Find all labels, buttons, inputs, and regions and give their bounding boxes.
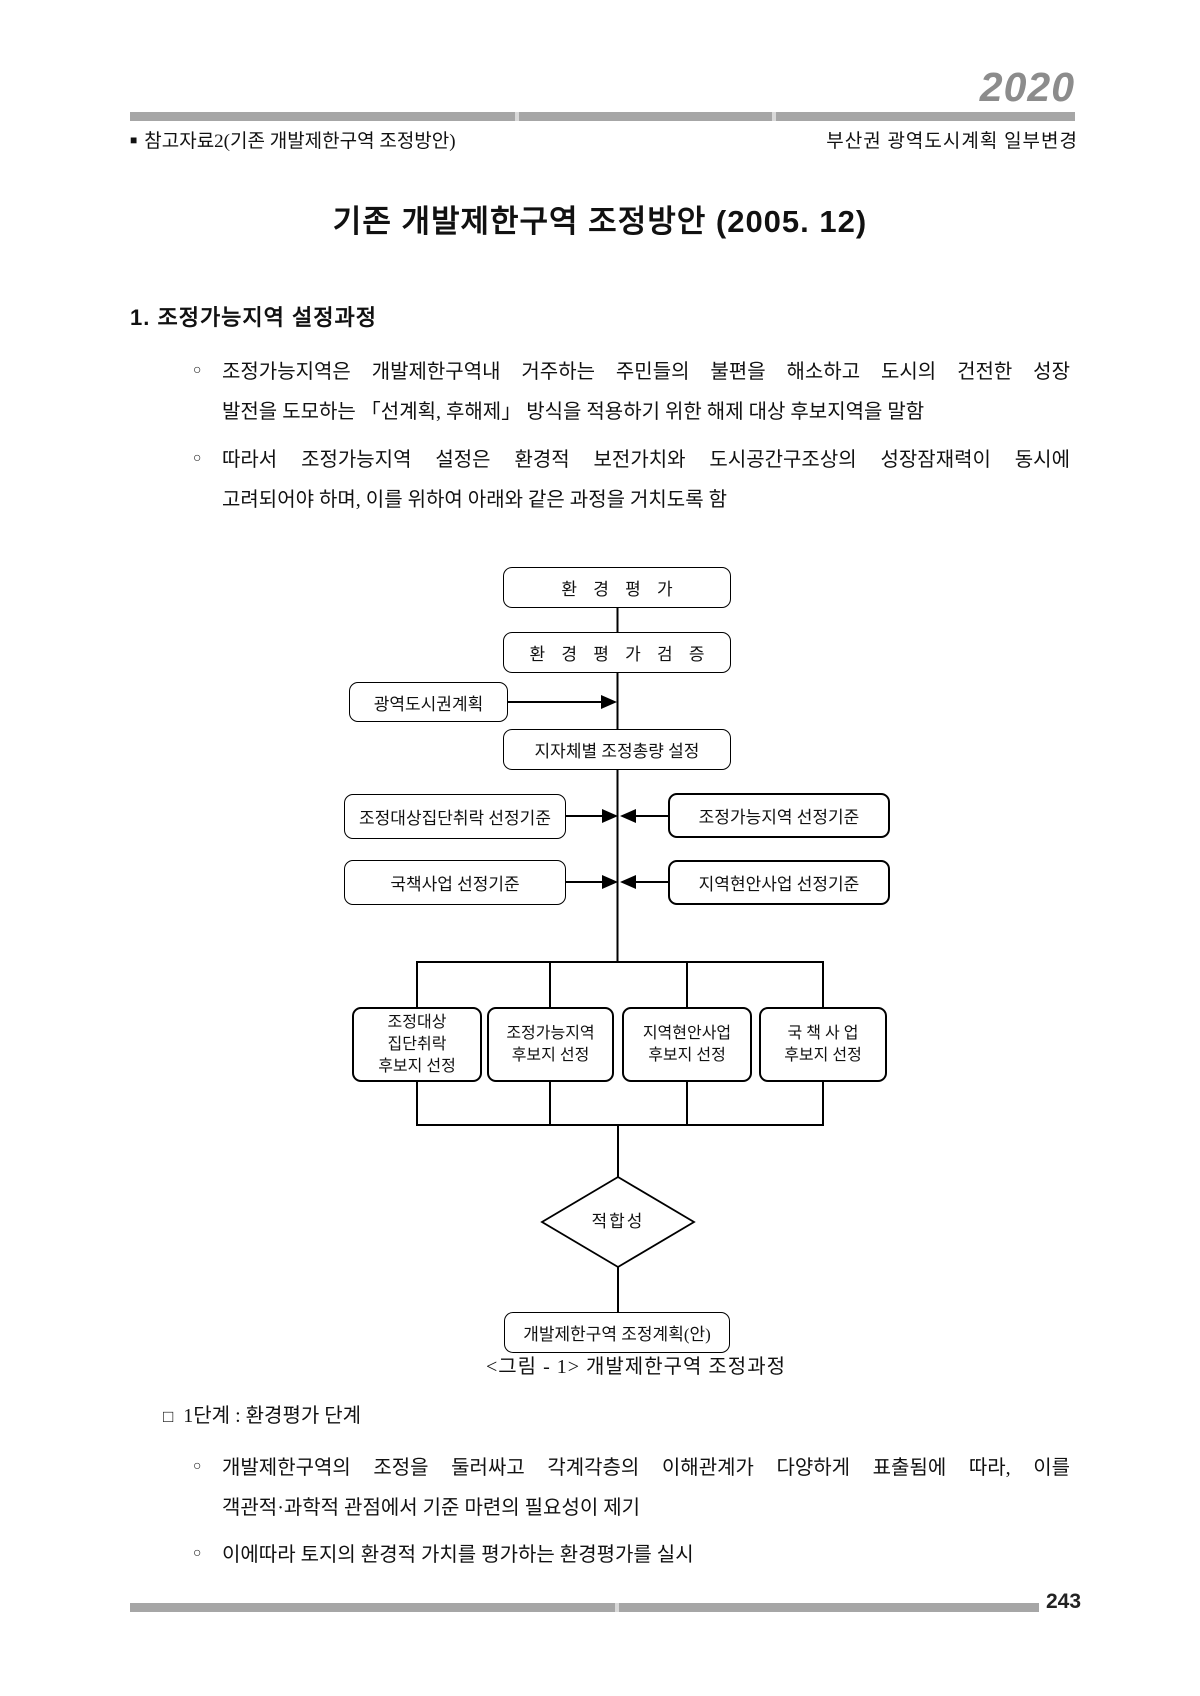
node-final-adjustment-plan: 개발제한구역 조정계획(안) (504, 1312, 730, 1353)
circle-bullet-icon: ○ (193, 1546, 202, 1561)
bullet-paragraph: ○ 조정가능지역은 개발제한구역내 거주하는 주민들의 불편을 해소하고 도시의… (193, 352, 1070, 432)
step1-heading: □ 1단계 : 환경평가 단계 (163, 1399, 361, 1428)
node-national-candidate-selection: 국 책 사 업 후보지 선정 (759, 1007, 887, 1082)
circle-bullet-icon: ○ (193, 451, 202, 466)
square-bullet-icon: ■ (130, 133, 138, 147)
node-label-line: 조정대상 (387, 1013, 447, 1031)
bullet-line: 조정가능지역은 개발제한구역내 거주하는 주민들의 불편을 해소하고 도시의 건… (222, 361, 1070, 383)
document-title: 기존 개발제한구역 조정방안 (2005. 12) (332, 204, 868, 239)
node-metropolitan-area-plan: 광역도시권계획 (349, 682, 508, 722)
node-label: 환 경 평 가 검 증 (529, 645, 711, 664)
node-label: 광역도시권계획 (373, 694, 484, 714)
node-regional-issue-project-criteria: 지역현안사업 선정기준 (668, 860, 890, 905)
header-left-reference: ■ 참고자료2(기존 개발제한구역 조정방안) (130, 126, 456, 153)
node-adjustable-area-criteria: 조정가능지역 선정기준 (668, 793, 890, 838)
open-square-bullet-icon: □ (163, 1407, 174, 1426)
node-label: 환 경 평 가 (561, 580, 679, 599)
adjustment-process-flowchart: 환 경 평 가 환 경 평 가 검 증 광역도시권계획 지자체별 조정총량 설정… (330, 560, 900, 1378)
node-environment-evaluation-verification: 환 경 평 가 검 증 (503, 632, 731, 673)
node-label-line: 후보지 선정 (511, 1046, 590, 1064)
bullet-line: 개발제한구역의 조정을 둘러싸고 각계각층의 이해관계가 다양하게 표출됨에 따… (222, 1457, 1070, 1479)
bullet-line: 따라서 조정가능지역 설정은 환경적 보전가치와 도시공간구조상의 성장잠재력이… (222, 449, 1070, 471)
bullet-line: 객관적·과학적 관점에서 기준 마련의 필요성이 제기 (222, 1497, 641, 1519)
node-label-line: 조정가능지역 (506, 1024, 595, 1042)
node-label-line: 후보지 선정 (648, 1046, 726, 1064)
node-national-project-criteria: 국책사업 선정기준 (344, 860, 566, 905)
header-divider-bar (130, 112, 1075, 121)
node-environment-evaluation: 환 경 평 가 (503, 567, 731, 608)
node-label: 조정대상집단취락 선정기준 (359, 809, 551, 828)
node-adjustable-candidate-selection: 조정가능지역 후보지 선정 (487, 1007, 614, 1082)
node-local-adjustment-total: 지자체별 조정총량 설정 (503, 729, 731, 770)
node-label: 조정가능지역 선정기준 (698, 808, 860, 827)
node-label-line: 후보지 선정 (378, 1057, 456, 1075)
node-cluster-candidate-selection: 조정대상 집단취락 후보지 선정 (352, 1007, 482, 1082)
step1-heading-text: 1단계 : 환경평가 단계 (183, 1405, 362, 1427)
circle-bullet-icon: ○ (193, 363, 202, 378)
header-right-plan-name: 부산권 광역도시계획 일부변경 (826, 131, 1078, 152)
bullet-paragraph: ○ 따라서 조정가능지역 설정은 환경적 보전가치와 도시공간구조상의 성장잠재… (193, 440, 1070, 520)
bullet-line: 고려되어야 하며, 이를 위하여 아래와 같은 과정을 거치도록 함 (222, 489, 727, 511)
node-regional-candidate-selection: 지역현안사업 후보지 선정 (622, 1007, 752, 1082)
node-label-line: 지역현안사업 (642, 1024, 732, 1042)
node-label: 지자체별 조정총량 설정 (534, 742, 700, 761)
node-label-line: 국 책 사 업 (787, 1024, 859, 1042)
node-label-line: 후보지 선정 (784, 1046, 862, 1064)
header-left-text: 참고자료2(기존 개발제한구역 조정방안) (144, 131, 456, 152)
bullet-paragraph: ○ 개발제한구역의 조정을 둘러싸고 각계각층의 이해관계가 다양하게 표출됨에… (193, 1448, 1070, 1528)
flowchart-connectors (416, 608, 824, 1312)
node-cluster-settlement-criteria: 조정대상집단취락 선정기준 (344, 794, 566, 839)
node-suitability-decision: 적합성 (591, 1212, 645, 1231)
bullet-line: 이에따라 토지의 환경적 가치를 평가하는 환경평가를 실시 (222, 1544, 694, 1566)
year-2020-logo: 2020 (979, 64, 1075, 110)
node-label: 개발제한구역 조정계획(안) (523, 1325, 711, 1344)
footer-divider-bar (130, 1603, 1039, 1612)
page-number: 243 (1046, 1590, 1082, 1613)
circle-bullet-icon: ○ (193, 1459, 202, 1474)
bullet-paragraph: ○ 이에따라 토지의 환경적 가치를 평가하는 환경평가를 실시 (193, 1535, 1070, 1575)
node-label-line: 집단취락 (387, 1035, 447, 1053)
figure-caption: <그림 - 1> 개발제한구역 조정과정 (485, 1356, 787, 1378)
bullet-line: 발전을 도모하는 「선계획, 후해제」 방식을 적용하기 위한 해제 대상 후보… (222, 401, 925, 423)
section-1-heading: 1. 조정가능지역 설정과정 (130, 305, 377, 330)
node-label: 국책사업 선정기준 (390, 875, 520, 894)
node-label: 지역현안사업 선정기준 (698, 875, 860, 894)
